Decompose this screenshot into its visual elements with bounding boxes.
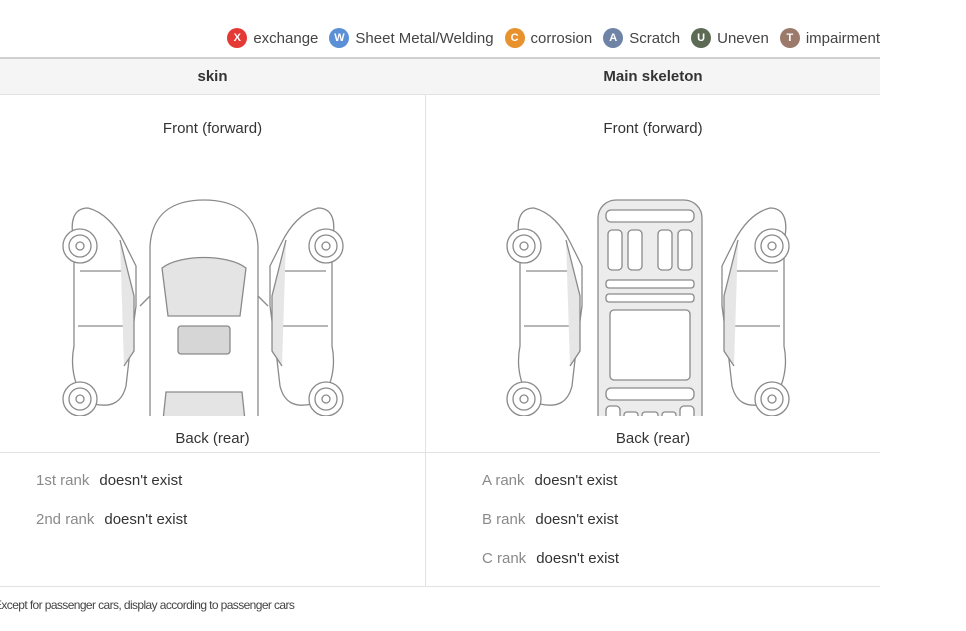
skin-rank-1: 1st rank doesn't exist — [36, 472, 182, 489]
legend-item-impairment: T impairment — [779, 28, 880, 48]
exchange-badge-icon: X — [227, 28, 248, 48]
row-divider — [0, 452, 880, 453]
rank-label: 2nd rank — [36, 511, 95, 528]
legend-label: corrosion — [530, 29, 593, 47]
table-header: skin Main skeleton — [0, 59, 880, 95]
damage-legend: X exchange W Sheet Metal/Welding C corro… — [227, 27, 880, 49]
back-label: Back (rear) — [175, 430, 250, 447]
legend-item-scratch: A Scratch — [603, 28, 680, 48]
legend-item-uneven: U Uneven — [691, 28, 769, 48]
skeleton-rank-a: A rank doesn't exist — [482, 472, 617, 489]
front-label: Front (forward) — [603, 120, 703, 137]
impairment-badge-icon: T — [779, 28, 800, 48]
corrosion-badge-icon: C — [504, 28, 525, 48]
uneven-badge-icon: U — [691, 28, 712, 48]
rank-value: doesn't exist — [534, 472, 618, 489]
skin-diagram: Front (forward) — [0, 96, 425, 452]
legend-label: Scratch — [629, 29, 681, 47]
skeleton-rank-b: B rank doesn't exist — [482, 511, 618, 528]
front-label: Front (forward) — [162, 120, 263, 137]
rank-label: B rank — [482, 511, 526, 528]
skeleton-diagram: Front (forward) — [426, 96, 880, 452]
scratch-badge-icon: A — [603, 28, 624, 48]
rank-label: C rank — [482, 550, 527, 567]
footnote: Except for passenger cars, display accor… — [0, 598, 295, 612]
rank-value: doesn't exist — [104, 511, 188, 528]
legend-item-sheet-metal-welding: W Sheet Metal/Welding — [329, 28, 494, 48]
rank-value: doesn't exist — [536, 550, 620, 567]
welding-badge-icon: W — [329, 28, 350, 48]
inspection-table: skin Main skeleton Front (forward) — [0, 57, 880, 587]
skin-rank-2: 2nd rank doesn't exist — [36, 511, 187, 528]
legend-label: Uneven — [717, 29, 769, 47]
legend-label: exchange — [253, 29, 319, 47]
back-label: Back (rear) — [615, 430, 691, 447]
column-header-main-skeleton: Main skeleton — [603, 68, 703, 85]
car-skeleton-diagram-icon — [506, 199, 790, 416]
column-header-skin: skin — [197, 68, 228, 85]
legend-label: impairment — [805, 29, 880, 47]
column-divider — [425, 95, 426, 587]
skeleton-rank-c: C rank doesn't exist — [482, 550, 619, 567]
rank-value: doesn't exist — [535, 511, 619, 528]
legend-label: Sheet Metal/Welding — [355, 29, 494, 47]
car-skin-diagram-icon — [62, 199, 344, 416]
rank-label: A rank — [482, 472, 525, 489]
rank-value: doesn't exist — [99, 472, 183, 489]
legend-item-exchange: X exchange — [227, 28, 318, 48]
legend-item-corrosion: C corrosion — [504, 28, 593, 48]
rank-label: 1st rank — [36, 472, 90, 489]
